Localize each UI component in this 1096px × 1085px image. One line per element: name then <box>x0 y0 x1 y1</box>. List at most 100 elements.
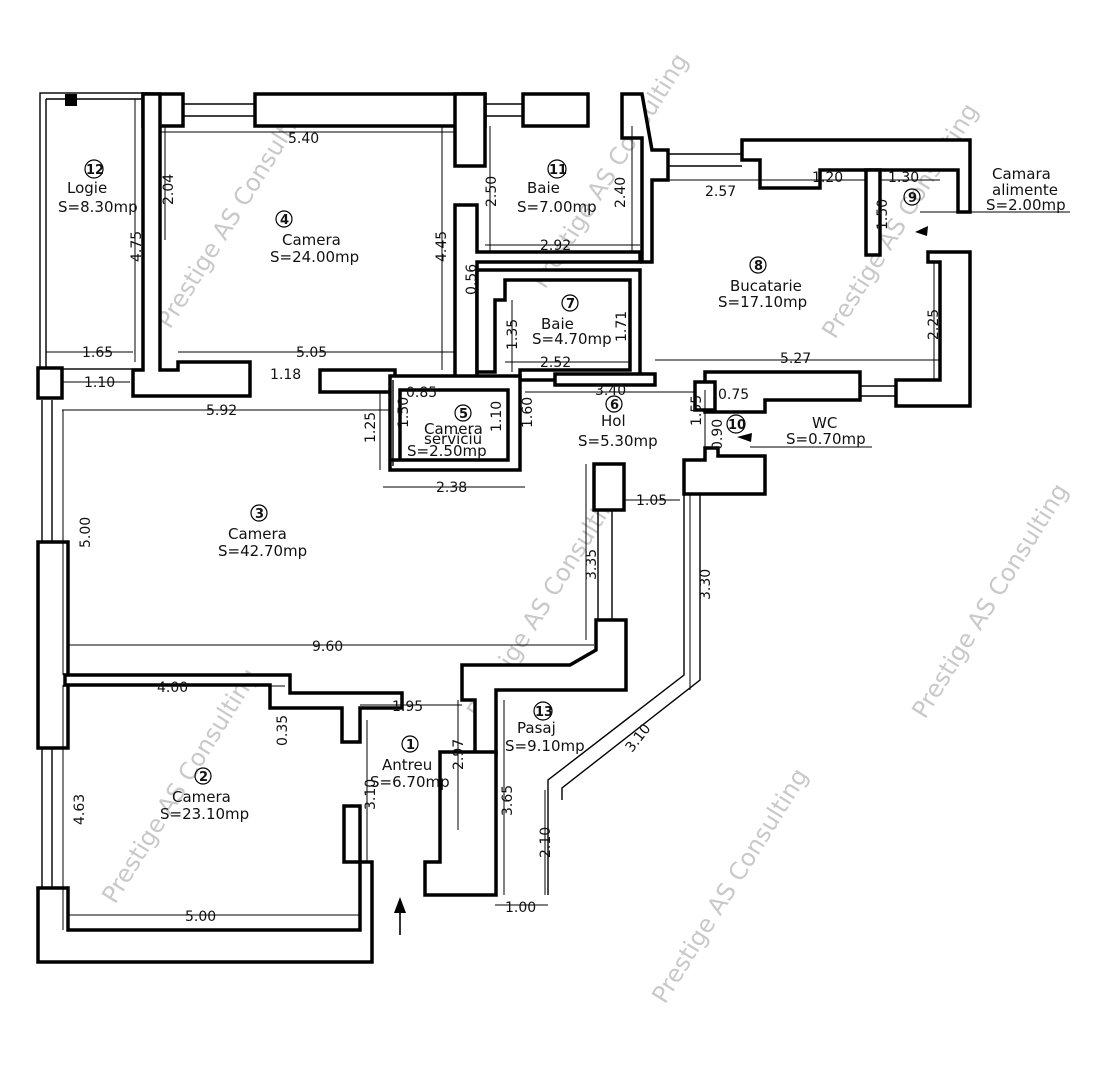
dim-label: 3.40 <box>595 383 626 399</box>
dim-label: 2.97 <box>451 739 467 770</box>
room-number: 7 <box>566 297 575 312</box>
room-name: Camera <box>282 231 341 249</box>
room-name: Camera <box>228 525 287 543</box>
dim-label: 4.63 <box>72 794 88 825</box>
dim-label: 1.95 <box>392 699 423 715</box>
dim-label: 2.52 <box>540 355 571 371</box>
dim-label: 3.30 <box>698 569 714 600</box>
watermark: Prestige AS Consulting <box>646 763 813 1008</box>
dim-label: 2.50 <box>484 176 500 207</box>
dim-label: 4.75 <box>129 231 145 262</box>
room-name-line2: alimente <box>992 181 1058 199</box>
dim-label: 3.65 <box>500 785 516 816</box>
dim-label: 1.35 <box>505 319 521 350</box>
room-name: Antreu <box>382 756 432 774</box>
room-number-markers: 1 2 3 4 5 6 7 8 9 10 11 12 13 <box>84 159 921 785</box>
dim-label: 4.00 <box>157 680 188 696</box>
walls <box>36 92 972 964</box>
dim-label: 1.30 <box>888 170 919 186</box>
dim-label: 5.40 <box>288 131 319 147</box>
dim-label: 2.10 <box>538 827 554 858</box>
dimension-labels: 5.40 2.04 4.45 5.05 4.75 1.65 1.10 1.18 … <box>72 131 942 925</box>
dim-label: 5.05 <box>296 345 327 361</box>
room-area: S=6.70mp <box>370 773 450 791</box>
dim-label: 1.25 <box>363 412 379 443</box>
room-area: S=8.30mp <box>58 198 138 216</box>
watermark: Prestige AS Consulting <box>906 478 1073 723</box>
room-name: Baie <box>541 315 574 333</box>
room-name: Hol <box>601 412 626 430</box>
room-area: S=2.50mp <box>407 442 487 460</box>
dim-label: 1.60 <box>520 397 536 428</box>
dim-label: 2.38 <box>436 480 467 496</box>
room-number: 11 <box>549 163 567 178</box>
room-number: 5 <box>459 407 468 422</box>
dim-label: 3.10 <box>623 721 655 755</box>
room-area: S=4.70mp <box>532 330 612 348</box>
room-name: Baie <box>527 179 560 197</box>
room-area: S=7.00mp <box>517 198 597 216</box>
room-area: S=42.70mp <box>218 542 307 560</box>
room-name: Bucatarie <box>730 277 802 295</box>
dim-label: 4.45 <box>434 231 450 262</box>
dim-label: 0.85 <box>406 385 437 401</box>
dim-label: 3.10 <box>363 779 379 810</box>
dim-label: 2.57 <box>705 184 736 200</box>
room-name: Camera <box>424 420 483 438</box>
room-area: S=0.70mp <box>786 430 866 448</box>
room-name: Camera <box>172 788 231 806</box>
dim-label: 1.50 <box>875 199 891 230</box>
room-number: 1 <box>406 738 415 753</box>
dim-label: 5.00 <box>78 517 94 548</box>
dim-label: 1.55 <box>689 395 705 426</box>
dim-label: 0.90 <box>710 419 726 450</box>
room-area: S=24.00mp <box>270 248 359 266</box>
dim-label: 1.65 <box>82 345 113 361</box>
dim-label: 1.10 <box>84 375 115 391</box>
dim-label: 1.05 <box>636 493 667 509</box>
dim-label: 0.75 <box>718 387 749 403</box>
dim-label: 3.35 <box>584 549 600 580</box>
room-number: 6 <box>610 398 619 413</box>
room-labels: Antreu S=6.70mp Camera S=23.10mp Camera … <box>58 165 1066 823</box>
room-name: Camara <box>992 165 1051 183</box>
room-area: S=17.10mp <box>718 293 807 311</box>
dim-label: 5.92 <box>206 403 237 419</box>
dim-label: 1.18 <box>270 367 301 383</box>
dim-label: 2.92 <box>540 238 571 254</box>
entrance-arrow-icon <box>394 897 406 935</box>
room-area: S=5.30mp <box>578 432 658 450</box>
watermark: Prestige AS Consulting <box>96 663 263 908</box>
room-name: Pasaj <box>517 719 556 737</box>
dim-label: 1.71 <box>614 311 630 342</box>
dim-label: 1.50 <box>396 397 412 428</box>
room-number: 3 <box>255 507 264 522</box>
dimension-lines <box>46 99 1070 930</box>
dim-label: 2.04 <box>161 174 177 205</box>
dim-label: 2.40 <box>613 177 629 208</box>
dim-label: 5.00 <box>185 909 216 925</box>
dim-label: 5.27 <box>780 351 811 367</box>
dim-label: 1.10 <box>489 401 505 432</box>
room-area: S=9.10mp <box>505 737 585 755</box>
room-number: 13 <box>535 705 553 720</box>
room-number: 4 <box>280 213 289 228</box>
dim-label: 1.20 <box>812 170 843 186</box>
room-number: 8 <box>754 259 763 274</box>
dim-label: 1.00 <box>505 900 536 916</box>
room-number: 9 <box>908 191 917 206</box>
room-name-line2: serviciu <box>424 430 482 448</box>
room-number: 12 <box>86 163 104 178</box>
room-name: WC <box>812 414 837 432</box>
room-name: Logie <box>67 179 107 197</box>
room-area: S=2.00mp <box>986 196 1066 214</box>
dim-label: 2.25 <box>926 309 942 340</box>
dim-label: 0.35 <box>275 715 291 746</box>
dim-label: 0.56 <box>464 264 480 295</box>
room-area: S=23.10mp <box>160 805 249 823</box>
dim-label: 9.60 <box>312 639 343 655</box>
room-number: 2 <box>199 770 208 785</box>
room-number: 10 <box>728 418 746 433</box>
